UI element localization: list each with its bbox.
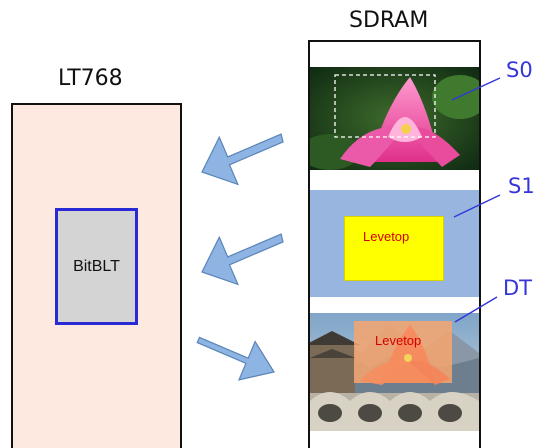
s0-pointer-line [451, 77, 501, 101]
arrow-s1-to-lt768 [201, 233, 284, 286]
s1-label: S1 [508, 174, 535, 198]
sdram-title: SDRAM [349, 8, 429, 33]
bitblt-block: BitBLT [55, 208, 138, 325]
s1-yellow-box [344, 216, 444, 281]
arrow-s0-to-lt768 [201, 133, 284, 186]
lt768-title: LT768 [58, 66, 123, 91]
s1-pointer-line [453, 194, 501, 218]
dt-text: Levetop [375, 333, 422, 348]
s0-lotus-image [310, 67, 479, 170]
dt-pointer-line [454, 296, 498, 323]
dt-landscape-image [310, 313, 479, 431]
s0-label: S0 [506, 58, 533, 82]
s1-text: Levetop [363, 229, 410, 244]
arrow-lt768-to-dt [196, 336, 275, 381]
bitblt-label: BitBLT [73, 257, 120, 275]
dt-label: DT [503, 276, 532, 300]
